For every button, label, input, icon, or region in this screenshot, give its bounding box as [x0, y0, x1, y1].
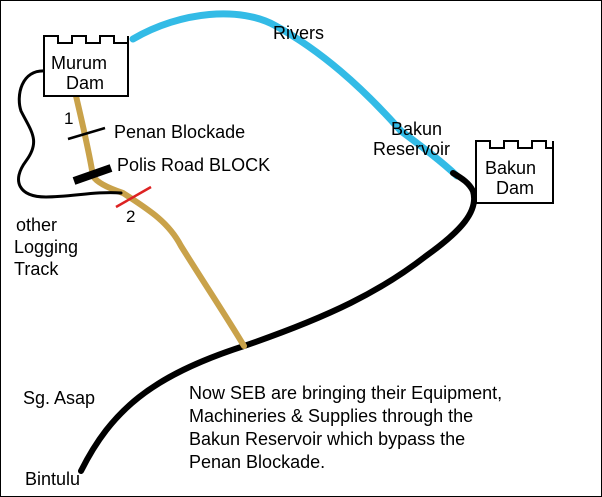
note-line-3: Bakun Reservoir which bypass the — [189, 429, 465, 449]
bintulu-label: Bintulu — [25, 469, 80, 489]
other-logging-track-label-line1: other — [16, 215, 57, 235]
other-logging-track-label-line2: Logging — [14, 237, 78, 257]
note-line-4: Penan Blockade. — [189, 452, 325, 472]
logging-road — [73, 93, 247, 349]
sg-asap-label: Sg. Asap — [23, 388, 95, 408]
bakun-dam-label-line2: Dam — [496, 178, 534, 198]
murum-dam-label-line2: Dam — [66, 73, 104, 93]
murum-dam-icon — [43, 35, 129, 97]
river-line — [129, 10, 461, 180]
blockade-2-cross — [115, 185, 152, 209]
note-line-1: Now SEB are bringing their Equipment, — [189, 383, 502, 403]
marker-2-label: 2 — [126, 207, 135, 226]
bakun-reservoir-label-line1: Bakun — [391, 119, 442, 139]
rivers-label: Rivers — [273, 23, 324, 43]
bakun-reservoir-label-line2: Reservoir — [373, 139, 450, 159]
murum-dam-label-line1: Murum — [51, 53, 107, 73]
note-line-2: Machineries & Supplies through the — [189, 406, 473, 426]
polis-road-block-bar — [72, 164, 113, 185]
penan-blockade-label: Penan Blockade — [114, 122, 245, 142]
other-logging-track-label-line3: Track — [14, 259, 59, 279]
other-logging-track — [17, 69, 123, 199]
polis-road-block-label: Polis Road BLOCK — [117, 155, 270, 175]
bakun-dam-icon — [475, 140, 554, 204]
penan-blockade-line — [67, 126, 106, 141]
marker-1-label: 1 — [64, 109, 73, 128]
main-road-bintulu-bakun — [78, 170, 478, 474]
bakun-dam-label-line1: Bakun — [485, 158, 536, 178]
